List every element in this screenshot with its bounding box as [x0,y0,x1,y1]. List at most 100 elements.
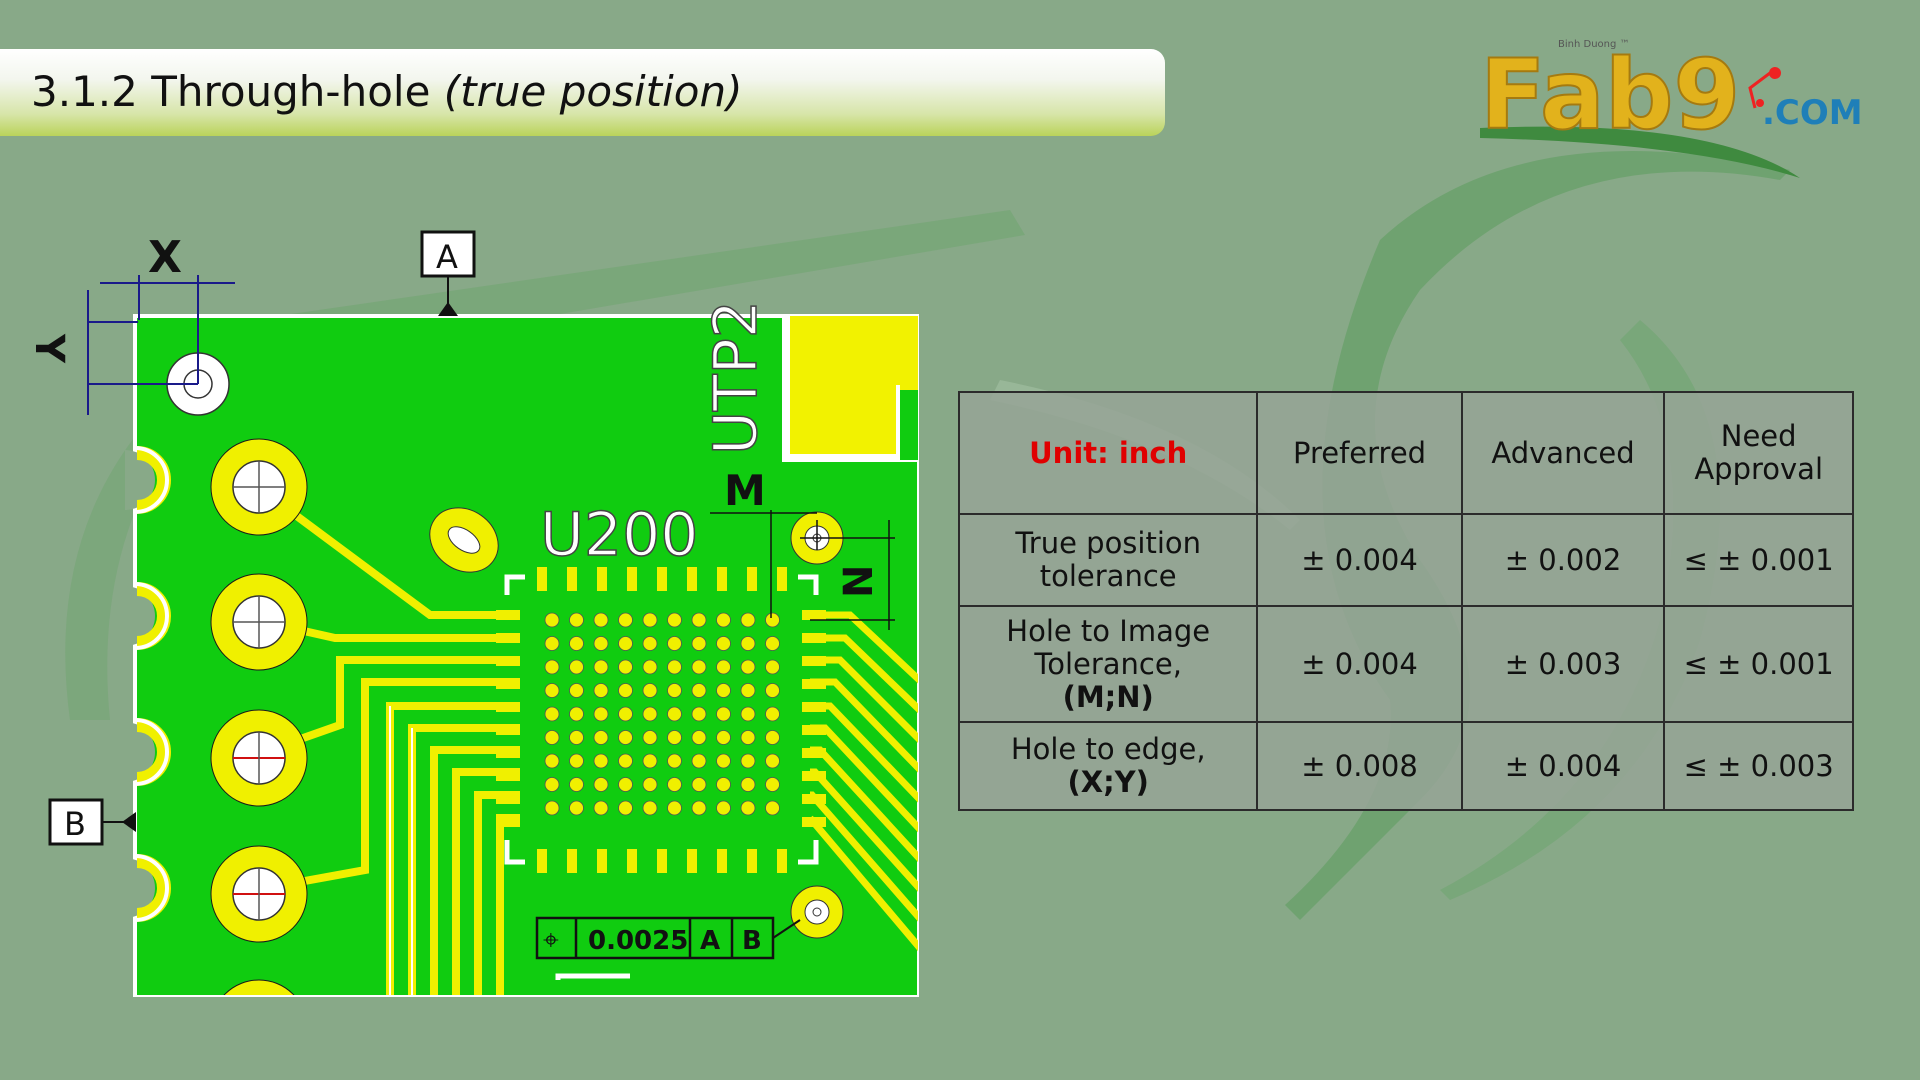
bga-ball [716,636,731,651]
need-approval-value: ≤ ± 0.003 [1663,721,1854,811]
bga-ball [716,706,731,722]
bga-ball [765,730,780,745]
bga-ball [691,753,707,769]
bga-ball [593,730,609,745]
bga-ball [593,777,609,792]
bga-ball [593,683,609,698]
bga-ball [716,753,731,769]
pcb-diagram: U200 UTP2 X Y A B M N [26,230,919,997]
bga-ball [691,659,707,675]
bga-ball [544,800,560,816]
bga-ball [618,730,633,745]
bga-pins [496,567,826,873]
row-label-line2: tolerance [1039,559,1177,593]
label-n: N [836,565,882,598]
bga-ball [740,753,756,769]
label-a: A [436,238,458,276]
fab9-logo: Fab9 [1479,38,1800,178]
bga-ball [569,777,584,792]
row-label-line2: (X;Y) [1067,765,1149,799]
need-approval-line2: Approval [1694,452,1824,486]
bga-ball [716,683,731,698]
bga-ball [642,753,658,769]
bga-ball [691,612,707,628]
bga-ball [544,612,560,628]
bga-ball [667,683,682,698]
bga-ball [642,612,658,628]
bga-ball [544,659,560,675]
bga-ball [569,612,584,628]
bga-ball [691,636,707,651]
preferred-header: Preferred [1256,391,1463,515]
bga-ball [765,612,780,628]
title-number: 3.1.2 Through-hole [31,67,431,116]
tolerance-table: Unit: inch Preferred Advanced Need Appro… [957,391,1854,811]
label-m: M [724,466,766,515]
bga-ball [765,706,780,722]
bga-ball [618,777,633,792]
advanced-value: ± 0.004 [1460,721,1666,811]
bga-ball [569,753,584,769]
bga-ball [765,753,780,769]
bga-ball [642,659,658,675]
bga-ball [544,777,560,792]
bga-ball [569,636,584,651]
logo-main: Fab9 [1480,39,1740,151]
position-symbol: ⌖ [543,923,559,956]
component-designator: U200 [540,500,698,570]
bga-ball [569,730,584,745]
bga-ball [569,706,584,722]
bga-ball [593,753,609,769]
row-label-line3: (M;N) [1062,679,1154,714]
label-b: B [64,805,86,843]
title-bar: 3.1.2 Through-hole (true position) [0,49,1165,136]
table-row: True position tolerance ± 0.004 ± 0.002 … [957,513,1854,607]
preferred-value: ± 0.008 [1256,721,1463,811]
bga-ball [740,659,756,675]
bga-ball [618,706,633,722]
bga-ball [740,706,756,722]
bga-ball [765,777,780,792]
bga-ball [667,612,682,628]
label-x: X [148,232,182,283]
bga-ball [618,659,633,675]
fcf-datum-b: B [742,926,762,956]
bga-ball [544,730,560,745]
through-hole-pads [210,438,844,995]
bga-ball [618,683,633,698]
label-y: Y [26,333,72,364]
bga-ball [667,800,682,816]
bga-ball [544,683,560,698]
bga-ball [642,706,658,722]
row-label-line1: Hole to Image [1006,613,1211,648]
fcf-value: 0.0025 [588,926,688,956]
unit-header: Unit: inch [957,391,1259,515]
table-header-row: Unit: inch Preferred Advanced Need Appro… [957,391,1854,515]
need-approval-header: Need Approval [1663,391,1854,515]
bga-ball [642,730,658,745]
bga-ball [618,612,633,628]
bga-ball [642,777,658,792]
bga-ball [740,730,756,745]
page-title: 3.1.2 Through-hole (true position) [31,67,742,116]
row-label-line1: True position [1015,526,1202,560]
bga-ball [544,753,560,769]
bga-ball [618,800,633,816]
bga-ball [765,659,780,675]
advanced-value: ± 0.003 [1460,605,1666,723]
row-label: True position tolerance [957,513,1259,607]
bga-ball [691,683,707,698]
bga-ball [716,730,731,745]
row-label: Hole to Image Tolerance, (M;N) [957,605,1259,723]
bga-ball [667,730,682,745]
fcf-datum-a: A [700,926,720,956]
bga-ball [691,777,707,792]
logo-tagline: Binh Duong ™ [1558,39,1630,50]
need-approval-line1: Need [1720,419,1797,453]
bga-ball [593,706,609,722]
need-approval-value: ≤ ± 0.001 [1663,605,1854,723]
bga-ball [667,659,682,675]
feature-control-frame [535,916,801,960]
row-label-line2: Tolerance, [1034,646,1182,681]
datum-a [420,230,476,316]
